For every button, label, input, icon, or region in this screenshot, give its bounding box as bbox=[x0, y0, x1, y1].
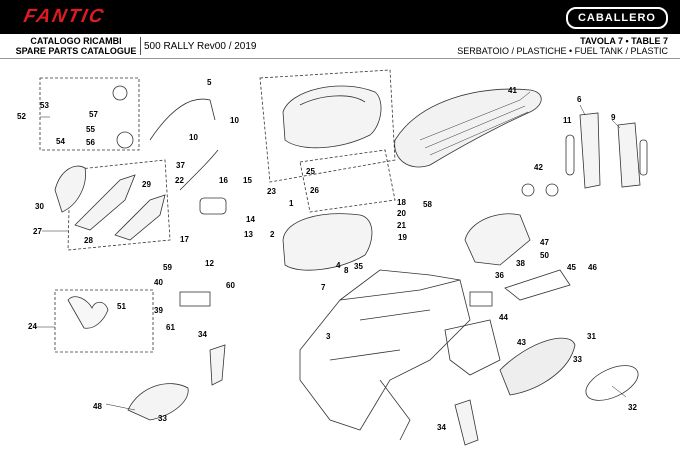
table-title-line1: TAVOLA 7 • TABLE 7 bbox=[580, 36, 668, 46]
frame bbox=[299, 279, 471, 431]
headlight-cover bbox=[54, 165, 86, 213]
headlight-mask bbox=[67, 296, 109, 329]
fuel-tank-lower bbox=[282, 213, 373, 271]
side-panel-9 bbox=[617, 122, 641, 188]
bracket-40 bbox=[179, 291, 211, 307]
front-fender bbox=[127, 383, 189, 421]
seat bbox=[394, 88, 542, 168]
grommet-42b bbox=[545, 183, 559, 197]
strip-11a bbox=[565, 134, 575, 176]
catalog-title-line2: SPARE PARTS CATALOGUE bbox=[15, 46, 137, 56]
breather-pipe bbox=[149, 98, 219, 191]
number-plate bbox=[499, 337, 576, 396]
shroud-right bbox=[114, 194, 166, 241]
fuel-tank-upper bbox=[282, 85, 382, 149]
model-badge: CABALLERO bbox=[565, 7, 668, 29]
group-box-27 bbox=[67, 159, 171, 251]
pump-16 bbox=[199, 197, 227, 215]
shroud-left bbox=[74, 174, 136, 231]
rear-rack bbox=[504, 269, 571, 301]
group-box-25 bbox=[299, 149, 396, 213]
cap-57 bbox=[112, 85, 128, 101]
group-box-52 bbox=[39, 77, 140, 151]
group-box-23 bbox=[259, 69, 396, 183]
catalog-title: CATALOGO RICAMBI SPARE PARTS CATALOGUE bbox=[14, 36, 138, 56]
strip-11b bbox=[639, 139, 648, 176]
bracket-44 bbox=[469, 291, 493, 307]
rear-subframe bbox=[444, 319, 501, 376]
table-title-line2: SERBATOIO / PLASTICHE • FUEL TANK / PLAS… bbox=[457, 46, 668, 56]
table-title: TAVOLA 7 • TABLE 7 SERBATOIO / PLASTICHE… bbox=[457, 36, 668, 56]
grommet-42 bbox=[521, 183, 535, 197]
ring-56 bbox=[116, 131, 134, 149]
rear-fender bbox=[464, 213, 531, 266]
skid-guard-34b bbox=[454, 399, 479, 446]
header-divider bbox=[140, 37, 141, 55]
skid-guard-34a bbox=[209, 344, 226, 386]
top-bar: FANTIC CABALLERO bbox=[0, 0, 680, 34]
revision-label: 500 RALLY Rev00 / 2019 bbox=[144, 41, 257, 52]
catalog-header: CATALOGO RICAMBI SPARE PARTS CATALOGUE 5… bbox=[0, 34, 680, 59]
side-panel-6 bbox=[579, 112, 601, 189]
gasket-32 bbox=[585, 365, 639, 401]
catalog-title-line1: CATALOGO RICAMBI bbox=[30, 36, 122, 46]
